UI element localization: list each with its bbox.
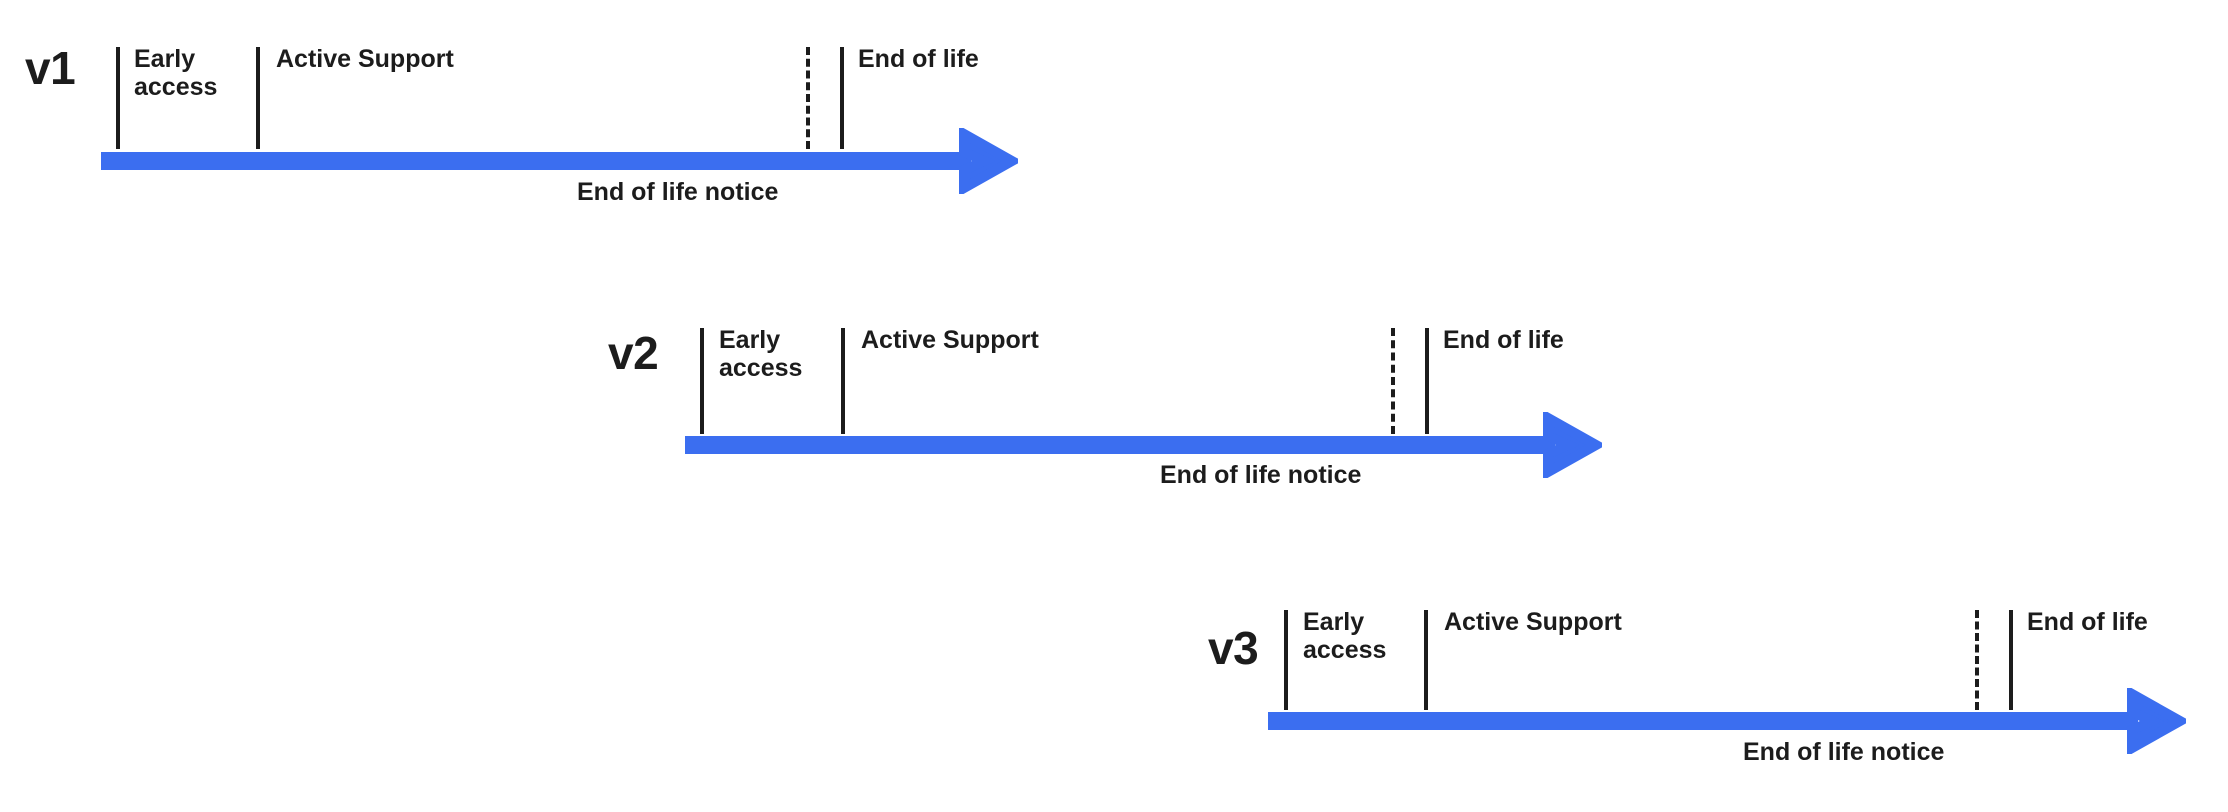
phase-label-end-of-life-v1: End of life — [858, 45, 979, 73]
milestone-line-end-of-life-start-v3 — [2009, 610, 2013, 710]
phase-label-active-support-v2: Active Support — [861, 326, 1039, 354]
eol-notice-label-v2: End of life notice — [1160, 461, 1362, 489]
milestone-line-early-access-start-v1 — [116, 47, 120, 149]
phase-label-active-support-v3: Active Support — [1444, 608, 1622, 636]
milestone-line-active-support-start-v2 — [841, 328, 845, 434]
milestone-line-end-of-life-start-v2 — [1425, 328, 1429, 434]
milestone-line-eol-notice-v2 — [1391, 328, 1395, 434]
timeline-row-v2: v2 Early access Active Support End of li… — [0, 0, 1700, 500]
phase-label-early-access-v3: Early access — [1303, 608, 1387, 664]
phase-label-end-of-life-v3: End of life — [2027, 608, 2148, 636]
milestone-line-eol-notice-v1 — [806, 47, 810, 149]
eol-notice-label-v1: End of life notice — [577, 178, 779, 206]
version-label-v2: v2 — [608, 327, 659, 379]
lifecycle-arrow-shaft-v1 — [101, 152, 971, 170]
milestone-line-early-access-start-v3 — [1284, 610, 1288, 710]
milestone-line-early-access-start-v2 — [700, 328, 704, 434]
lifecycle-arrow-head-v2 — [1543, 412, 1602, 478]
lifecycle-arrow-head-v3 — [2127, 688, 2186, 754]
lifecycle-arrow-head-v1 — [959, 128, 1018, 194]
lifecycle-arrow-shaft-v2 — [685, 436, 1555, 454]
timeline-row-v1: v1 Early access Active Support End of li… — [0, 0, 1100, 220]
eol-notice-label-v3: End of life notice — [1743, 738, 1945, 766]
milestone-line-eol-notice-v3 — [1975, 610, 1979, 710]
lifecycle-arrow-shaft-v3 — [1268, 712, 2138, 730]
milestone-line-active-support-start-v3 — [1424, 610, 1428, 710]
phase-label-end-of-life-v2: End of life — [1443, 326, 1564, 354]
milestone-line-active-support-start-v1 — [256, 47, 260, 149]
milestone-line-end-of-life-start-v1 — [840, 47, 844, 149]
phase-label-early-access-v1: Early access — [134, 45, 218, 101]
phase-label-active-support-v1: Active Support — [276, 45, 454, 73]
version-label-v1: v1 — [25, 42, 76, 94]
version-label-v3: v3 — [1208, 622, 1259, 674]
phase-label-early-access-v2: Early access — [719, 326, 803, 382]
